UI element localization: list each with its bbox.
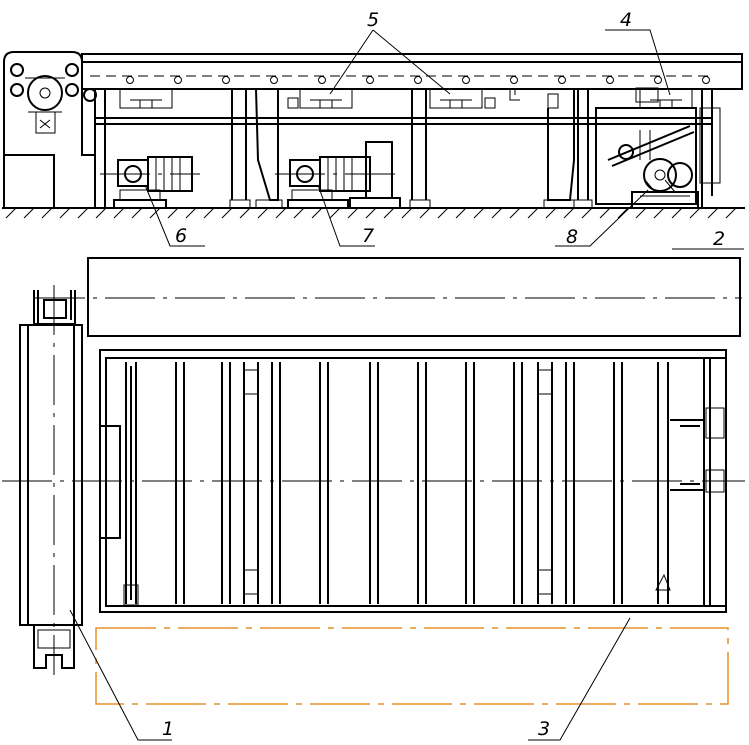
table-rollers [123, 362, 671, 606]
motor-unit-6 [100, 156, 200, 209]
callout-6: 6 [175, 225, 187, 247]
support-pillars [229, 88, 593, 209]
elevation-leaders [144, 29, 744, 250]
callout-5: 5 [367, 9, 379, 31]
ground-hatching [2, 207, 745, 219]
plan-leaders [69, 609, 631, 741]
callout-1: 1 [162, 718, 174, 740]
support-brackets [119, 87, 693, 109]
callout-7: 7 [362, 225, 374, 247]
elevation-view: 5 4 6 7 8 2 [2, 9, 745, 250]
drive-unit-8 [595, 107, 721, 209]
callout-8: 8 [566, 226, 578, 248]
motor-unit-7 [275, 141, 401, 209]
callout-3: 3 [538, 718, 550, 740]
callout-4: 4 [620, 9, 632, 31]
plan-view: 1 3 [2, 257, 745, 741]
drum-assembly-1 [19, 285, 83, 675]
beam-2 [87, 257, 741, 337]
elevation-labels: 5 4 6 7 8 2 [175, 9, 725, 250]
callout-2: 2 [713, 228, 725, 250]
chain-rollers [126, 76, 710, 84]
highlight-outline [95, 627, 729, 705]
